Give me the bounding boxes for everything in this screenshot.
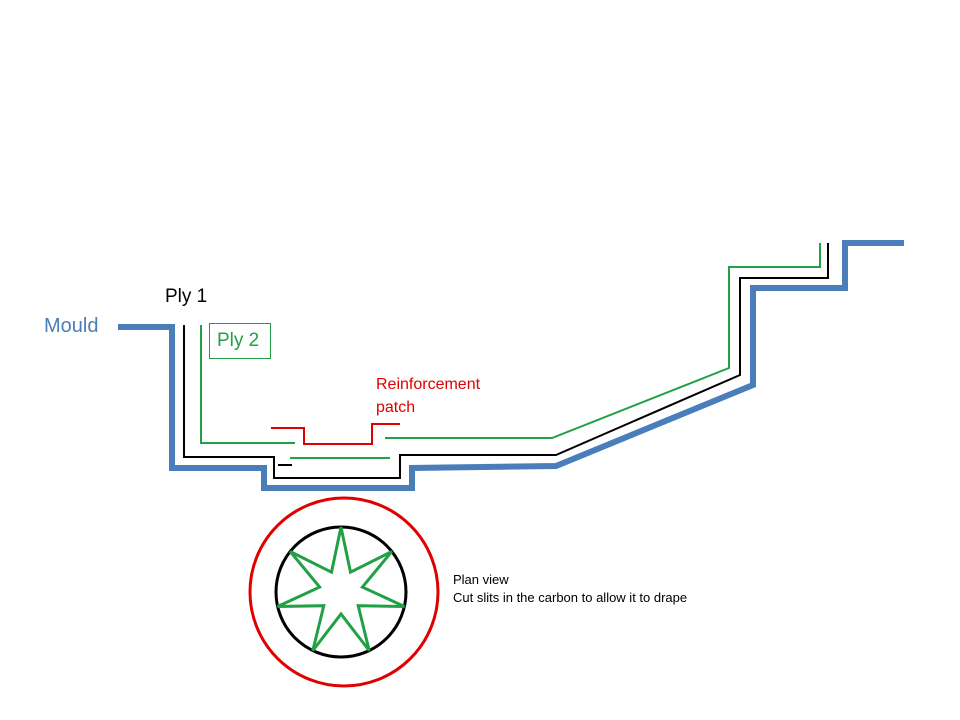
plan-view-note: Cut slits in the carbon to allow it to d…: [453, 590, 688, 605]
plan-view-ply1-circle: [274, 525, 408, 659]
plan-view-slit-star: [276, 526, 406, 652]
reinforcement-label-line1: Reinforcement: [376, 376, 481, 393]
ply2-profile-right: [385, 243, 821, 439]
plan-view-reinforcement-circle: [248, 496, 440, 688]
reinforcement-patch-profile: [271, 423, 400, 445]
ply2-profile-left: [200, 325, 295, 444]
ply2-label: Ply 2: [209, 323, 271, 359]
reinforcement-label-line2: patch: [376, 399, 416, 416]
mould-profile: [118, 240, 904, 491]
ply1-label: Ply 1: [165, 286, 208, 307]
plan-view-title: Plan view: [453, 572, 509, 587]
ply1-profile: [183, 243, 829, 479]
reinforcement-patch-label: Reinforcement patch: [376, 373, 480, 419]
mould-label: Mould: [44, 315, 99, 337]
plan-view-caption: Plan view Cut slits in the carbon to all…: [453, 571, 687, 607]
